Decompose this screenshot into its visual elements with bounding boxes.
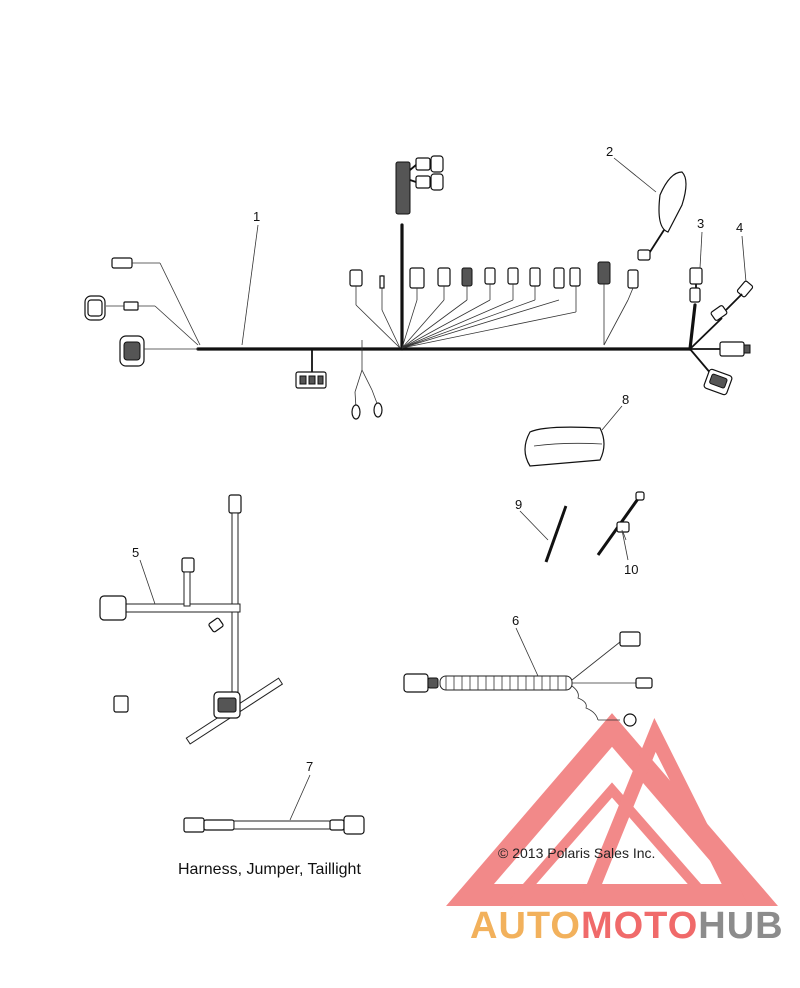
callout-5: 5 [132,545,139,560]
part-8-boot [524,426,605,467]
watermark-auto: AUTO [470,905,581,947]
callout-9: 9 [515,497,522,512]
callout-1: 1 [253,209,260,224]
watermark-moto: MOTO [581,905,698,947]
callout-2: 2 [606,144,613,159]
callout-8: 8 [622,392,629,407]
caption: Harness, Jumper, Taillight [178,861,361,878]
watermark-brand: AUTOMOTOHUB [470,905,784,947]
callout-4: 4 [736,220,743,235]
part-2-module [637,171,687,261]
upper-connector-row [349,261,639,349]
callout-7: 7 [306,759,313,774]
part-5-harness [99,494,284,745]
main-harness [84,155,754,420]
callout-3: 3 [697,216,704,231]
watermark-hub: HUB [698,905,783,947]
part-7-jumper [183,815,365,835]
part-6-harness [403,631,653,727]
part-9-cable-tie [544,505,569,563]
callout-10: 10 [624,562,638,577]
copyright: © 2013 Polaris Sales Inc. [498,845,655,861]
callout-6: 6 [512,613,519,628]
part-10-push-tie [596,491,645,556]
callout-leaders [139,157,747,821]
watermark-logo [446,713,778,906]
